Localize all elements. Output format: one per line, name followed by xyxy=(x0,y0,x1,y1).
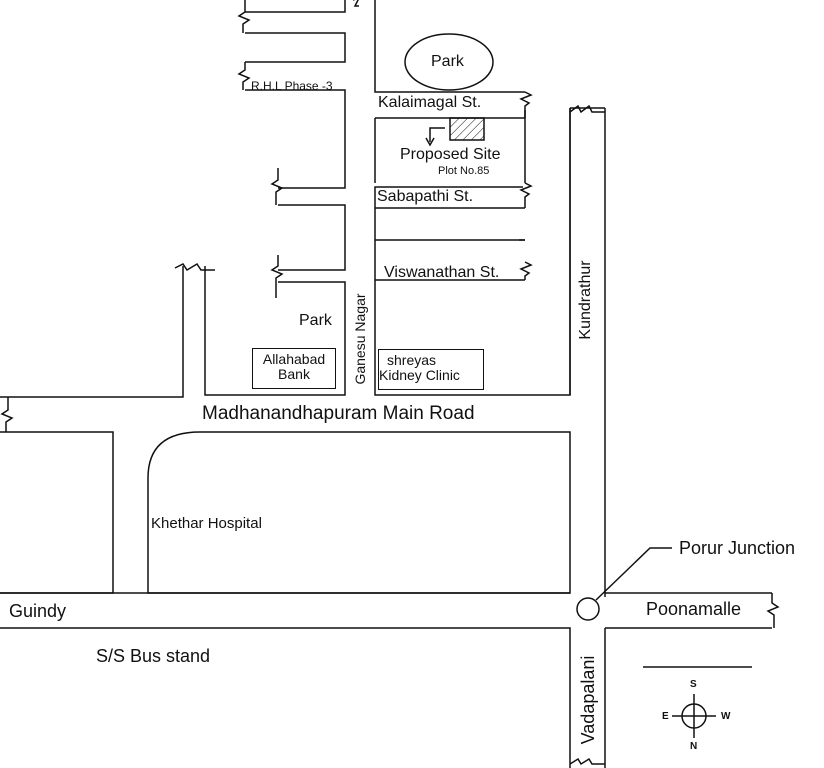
compass-n-label: N xyxy=(690,741,698,752)
compass-e-label: E xyxy=(662,711,669,722)
allahabad-bank-box: Allahabad Bank xyxy=(252,348,336,389)
kundrathur-road xyxy=(569,107,606,597)
vadapalani-break xyxy=(569,757,605,766)
poonamalle-break xyxy=(766,593,780,628)
poonamalle-label: Poonamalle xyxy=(646,599,742,619)
west-road-top-break xyxy=(174,262,215,272)
proposed-site-arrowhead xyxy=(425,137,435,147)
shreyas-clinic-line2: Kidney Clinic xyxy=(379,366,460,383)
park-ellipse xyxy=(404,33,494,91)
allahabad-bank-line1: Allahabad xyxy=(262,351,326,367)
break-mark-top xyxy=(353,0,359,7)
proposed-site-pointer xyxy=(429,127,445,142)
vadapalani-road-label: Vadapalani xyxy=(578,655,598,745)
bus-stand-label: S/S Bus stand xyxy=(96,646,211,666)
allahabad-bank-line2: Bank xyxy=(278,365,310,382)
shreyas-clinic-line1: shreyas xyxy=(387,352,437,368)
west-road-top xyxy=(0,266,184,398)
main-road-label: Madhanandhapuram Main Road xyxy=(202,403,475,424)
rhl-phase-label: R.H.L Phase -3 xyxy=(251,79,333,93)
kalaimagal-street-label: Kalaimagal St. xyxy=(378,94,482,111)
porur-junction-circle xyxy=(576,597,600,621)
porur-junction-leader xyxy=(595,547,672,601)
shreyas-clinic-box: shreyas Kidney Clinic xyxy=(378,349,484,390)
ganesu-west-block-edges xyxy=(204,0,346,396)
proposed-site-plot xyxy=(449,117,485,141)
kundrathur-road-label: Kundrathur xyxy=(577,260,594,340)
plot-number-label: Plot No.85 xyxy=(438,165,490,177)
compass-cross xyxy=(672,694,716,738)
proposed-site-label: Proposed Site xyxy=(400,146,501,163)
west-road-bottom xyxy=(0,431,114,594)
break-marks-east xyxy=(519,91,533,280)
break-marks-west xyxy=(237,0,284,298)
compass-w-label: W xyxy=(721,711,731,722)
west-edge-break xyxy=(0,397,14,432)
khethar-hospital-label: Khethar Hospital xyxy=(151,515,262,532)
porur-junction-label: Porur Junction xyxy=(679,538,796,558)
guindy-road-bottom xyxy=(0,627,571,768)
ganesu-nagar-label: Ganesu Nagar xyxy=(352,293,368,385)
poonamalle-road xyxy=(604,592,772,768)
sabapathi-street-label: Sabapathi St. xyxy=(377,188,474,205)
park-left-label: Park xyxy=(299,312,332,329)
kundrathur-break xyxy=(569,104,605,114)
viswanathan-street-label: Viswanathan St. xyxy=(384,264,500,281)
guindy-label: Guindy xyxy=(9,601,67,621)
hospital-block xyxy=(147,431,571,594)
park-top-label: Park xyxy=(431,53,464,70)
compass-s-label: S xyxy=(690,679,697,690)
